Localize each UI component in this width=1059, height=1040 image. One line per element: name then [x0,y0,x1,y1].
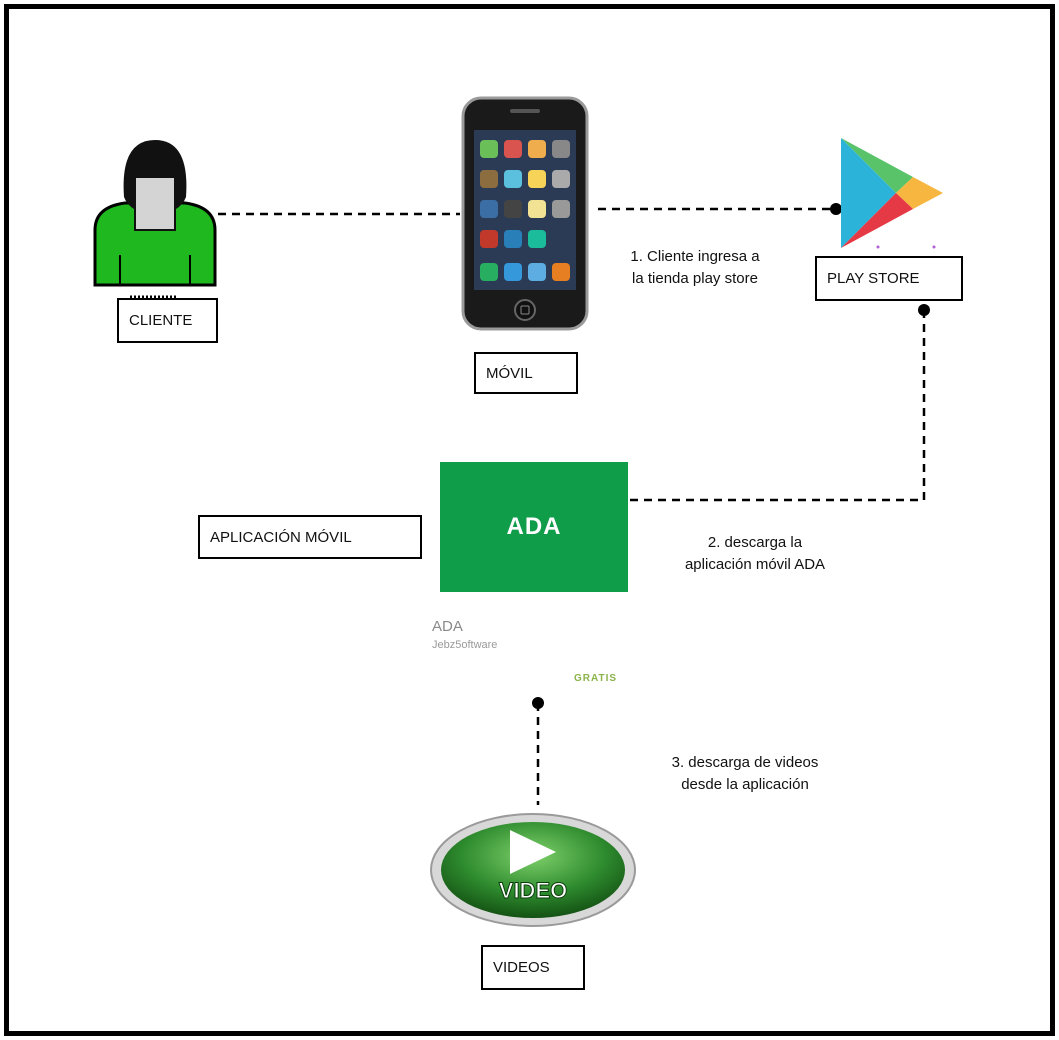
video-play-icon: VIDEO [428,808,638,928]
ada-app-card: ADA [440,462,628,592]
aplicacion-label: APLICACIÓN MÓVIL [198,515,422,559]
cliente-label: CLIENTE [117,298,218,343]
play-store-icon [838,135,948,253]
ada-app-developer: Jebz5oftware [432,639,498,651]
step-2-line1: 2. descarga la [707,534,803,551]
connector-playstore-ada [628,310,926,502]
videos-label-text: VIDEOS [493,959,550,976]
step-1-text: 1. Cliente ingresa a la tienda play stor… [600,246,790,290]
movil-label: MÓVIL [474,352,578,394]
ada-app-name: ADA [432,618,463,635]
video-icon-text: VIDEO [499,878,567,903]
play-store-label: PLAY STORE [815,256,963,301]
step-1-line2: la tienda play store [632,270,758,287]
connector-dot-ada-bottom [532,697,544,709]
step-1-line1: 1. Cliente ingresa a [630,248,760,265]
step-3-line1: 3. descarga de videos [671,754,819,771]
ada-app-title: ADA [506,513,562,540]
step-2-text: 2. descarga la aplicación móvil ADA [655,532,855,576]
videos-label: VIDEOS [481,945,585,990]
aplicacion-label-text: APLICACIÓN MÓVIL [210,528,352,546]
step-3-text: 3. descarga de videos desde la aplicació… [640,752,850,796]
connector-dot-playstore-left [830,203,842,215]
step-2-line2: aplicación móvil ADA [684,556,826,573]
diagram-frame [4,4,1055,1036]
ada-app-price: GRATIS [574,673,618,684]
step-3-line2: desde la aplicación [681,776,809,793]
connector-dot-playstore-bottom [918,304,930,316]
cliente-label-text: CLIENTE [129,312,193,329]
person-icon [90,135,220,305]
play-store-label-text: PLAY STORE [827,270,920,287]
movil-label-text: MÓVIL [486,364,533,382]
smartphone-icon [460,95,590,332]
